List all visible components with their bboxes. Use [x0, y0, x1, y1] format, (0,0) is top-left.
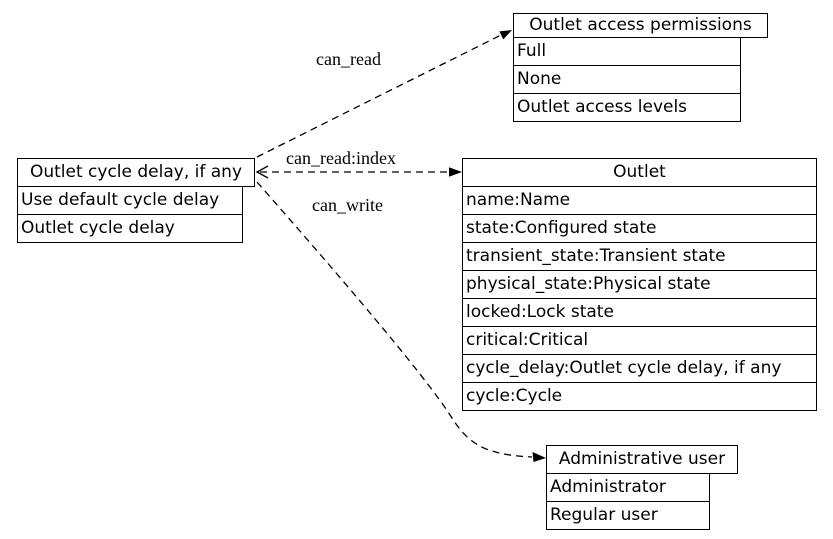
can-write-arrowhead-icon [532, 452, 546, 462]
outlet-row: critical:Critical [462, 326, 817, 355]
admin-user-row: Regular user [546, 501, 710, 530]
admin-user-header: Administrative user [546, 445, 738, 474]
can-read-index-arrowhead-icon [449, 167, 462, 177]
outlet-row: transient_state:Transient state [462, 242, 817, 271]
outlet-row: cycle_delay:Outlet cycle delay, if any [462, 354, 817, 383]
outlet-row: physical_state:Physical state [462, 270, 817, 299]
outlet-header: Outlet [462, 158, 817, 187]
admin-user-row: Administrator [546, 473, 710, 502]
outlet-row: state:Configured state [462, 214, 817, 243]
access-permissions-row: Full [513, 37, 741, 66]
cycle-delay-enum-row: Use default cycle delay [17, 186, 243, 215]
outlet-row: locked:Lock state [462, 298, 817, 327]
cycle-delay-enum-row: Outlet cycle delay [17, 214, 243, 243]
can-read-index-open-arrowhead-icon [255, 165, 269, 179]
outlet-row: cycle:Cycle [462, 382, 817, 411]
can-write-edge-label: can_write [312, 195, 383, 215]
access-permissions-header: Outlet access permissions [513, 13, 768, 38]
access-permissions-row: Outlet access levels [513, 93, 741, 122]
can-read-edge-label: can_read [316, 49, 381, 69]
cycle-delay-enum-header: Outlet cycle delay, if any [17, 158, 255, 187]
can-read-arrowhead-icon [499, 30, 512, 40]
access-permissions-row: None [513, 65, 741, 94]
outlet-row: name:Name [462, 186, 817, 215]
can-read-index-edge-label: can_read:index [286, 148, 396, 168]
